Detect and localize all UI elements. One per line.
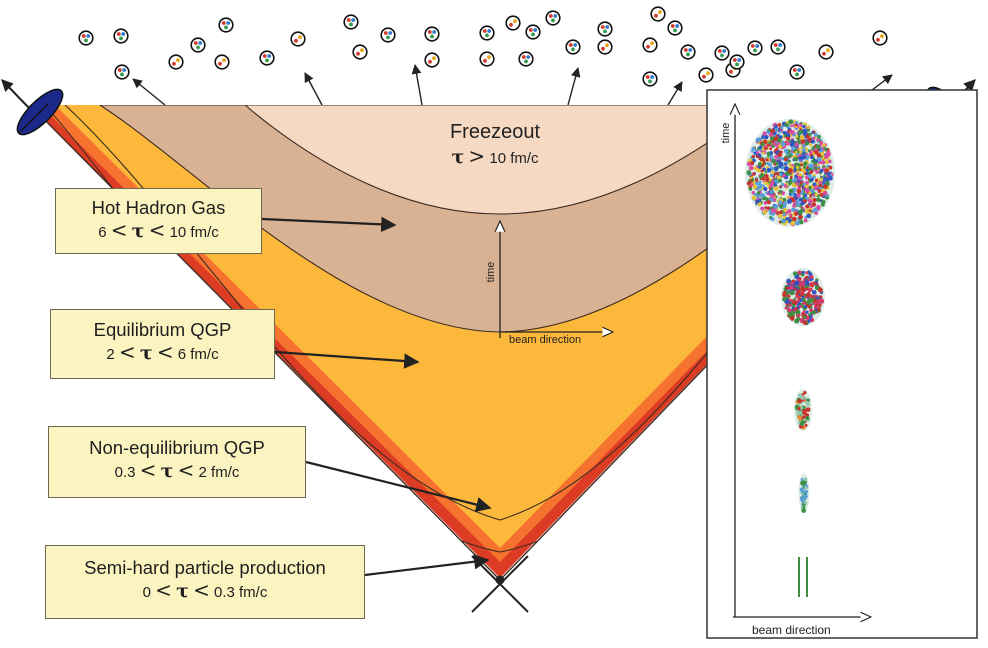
fireball-snapshot-late: [745, 119, 835, 227]
hadron-icon: [78, 30, 94, 46]
hadron-gas-condition: 6 < τ < 10 fm/c: [98, 218, 219, 242]
inset-time-label: time: [720, 123, 732, 144]
hadron-icon: [343, 14, 359, 30]
hadron-gas-title: Hot Hadron Gas: [91, 197, 226, 218]
hadron-icon: [525, 24, 541, 40]
inset-beam-label: beam direction: [752, 623, 831, 637]
meson-icon: [214, 54, 230, 70]
hadron-icon: [259, 50, 275, 66]
meson-icon: [872, 30, 888, 46]
inner-time-label: time: [485, 262, 497, 283]
hadron-icon: [667, 20, 683, 36]
meson-icon: [424, 52, 440, 68]
meson-icon: [597, 39, 613, 55]
fireball-snapshot-initial: [798, 473, 810, 513]
hadron-icon: [218, 17, 234, 33]
hadron-icon: [113, 28, 129, 44]
inner-axes: time beam direction: [485, 222, 612, 346]
hadron-gas-box: Hot Hadron Gas 6 < τ < 10 fm/c: [55, 188, 262, 254]
eq-qgp-title: Equilibrium QGP: [93, 319, 232, 340]
inner-beam-label: beam direction: [509, 334, 581, 346]
freezeout-condition: τ > 10 fm/c: [451, 144, 539, 168]
hadron-icon: [518, 51, 534, 67]
hadron-icon: [597, 21, 613, 37]
meson-icon: [698, 67, 714, 83]
particles: [78, 6, 888, 87]
fireball-snapshot-early: [794, 389, 812, 431]
meson-icon: [650, 6, 666, 22]
hadron-icon: [642, 71, 658, 87]
hadron-icon: [479, 25, 495, 41]
hadron-icon: [729, 54, 745, 70]
meson-icon: [642, 37, 658, 53]
hadron-icon: [545, 10, 561, 26]
hadron-icon: [789, 64, 805, 80]
hadron-icon: [190, 37, 206, 53]
eq-qgp-box: Equilibrium QGP 2 < τ < 6 fm/c: [50, 309, 275, 379]
meson-icon: [352, 44, 368, 60]
fireball-snapshot-mid: [781, 268, 825, 326]
hadron-icon: [680, 44, 696, 60]
freezeout-title: Freezeout: [449, 121, 541, 143]
meson-icon: [505, 15, 521, 31]
freezeout-region: [243, 105, 762, 215]
box-pointers: [261, 216, 492, 577]
semi-hard-box: Semi-hard particle production 0 < τ < 0.…: [45, 545, 365, 619]
hadron-icon: [380, 27, 396, 43]
hadron-icon: [565, 39, 581, 55]
hadron-icon: [747, 40, 763, 56]
hadron-icon: [770, 39, 786, 55]
neq-qgp-title: Non-equilibrium QGP: [89, 437, 265, 458]
semi-hard-condition: 0 < τ < 0.3 fm/c: [142, 578, 268, 602]
inset-panel: time beam direction: [706, 89, 978, 639]
meson-icon: [168, 54, 184, 70]
hadron-icon: [714, 45, 730, 61]
neq-qgp-box: Non-equilibrium QGP 0.3 < τ < 2 fm/c: [48, 426, 306, 498]
freezeout-label: Freezeout τ > 10 fm/c: [420, 120, 570, 171]
detector-dish-icon: [1, 79, 64, 136]
semi-hard-title: Semi-hard particle production: [84, 557, 326, 578]
fireball-snapshots: [745, 119, 835, 597]
hadron-icon: [114, 64, 130, 80]
meson-icon: [290, 31, 306, 47]
hadron-icon: [424, 26, 440, 42]
meson-icon: [818, 44, 834, 60]
meson-icon: [479, 51, 495, 67]
neq-qgp-condition: 0.3 < τ < 2 fm/c: [114, 458, 240, 482]
eq-qgp-condition: 2 < τ < 6 fm/c: [106, 340, 219, 364]
